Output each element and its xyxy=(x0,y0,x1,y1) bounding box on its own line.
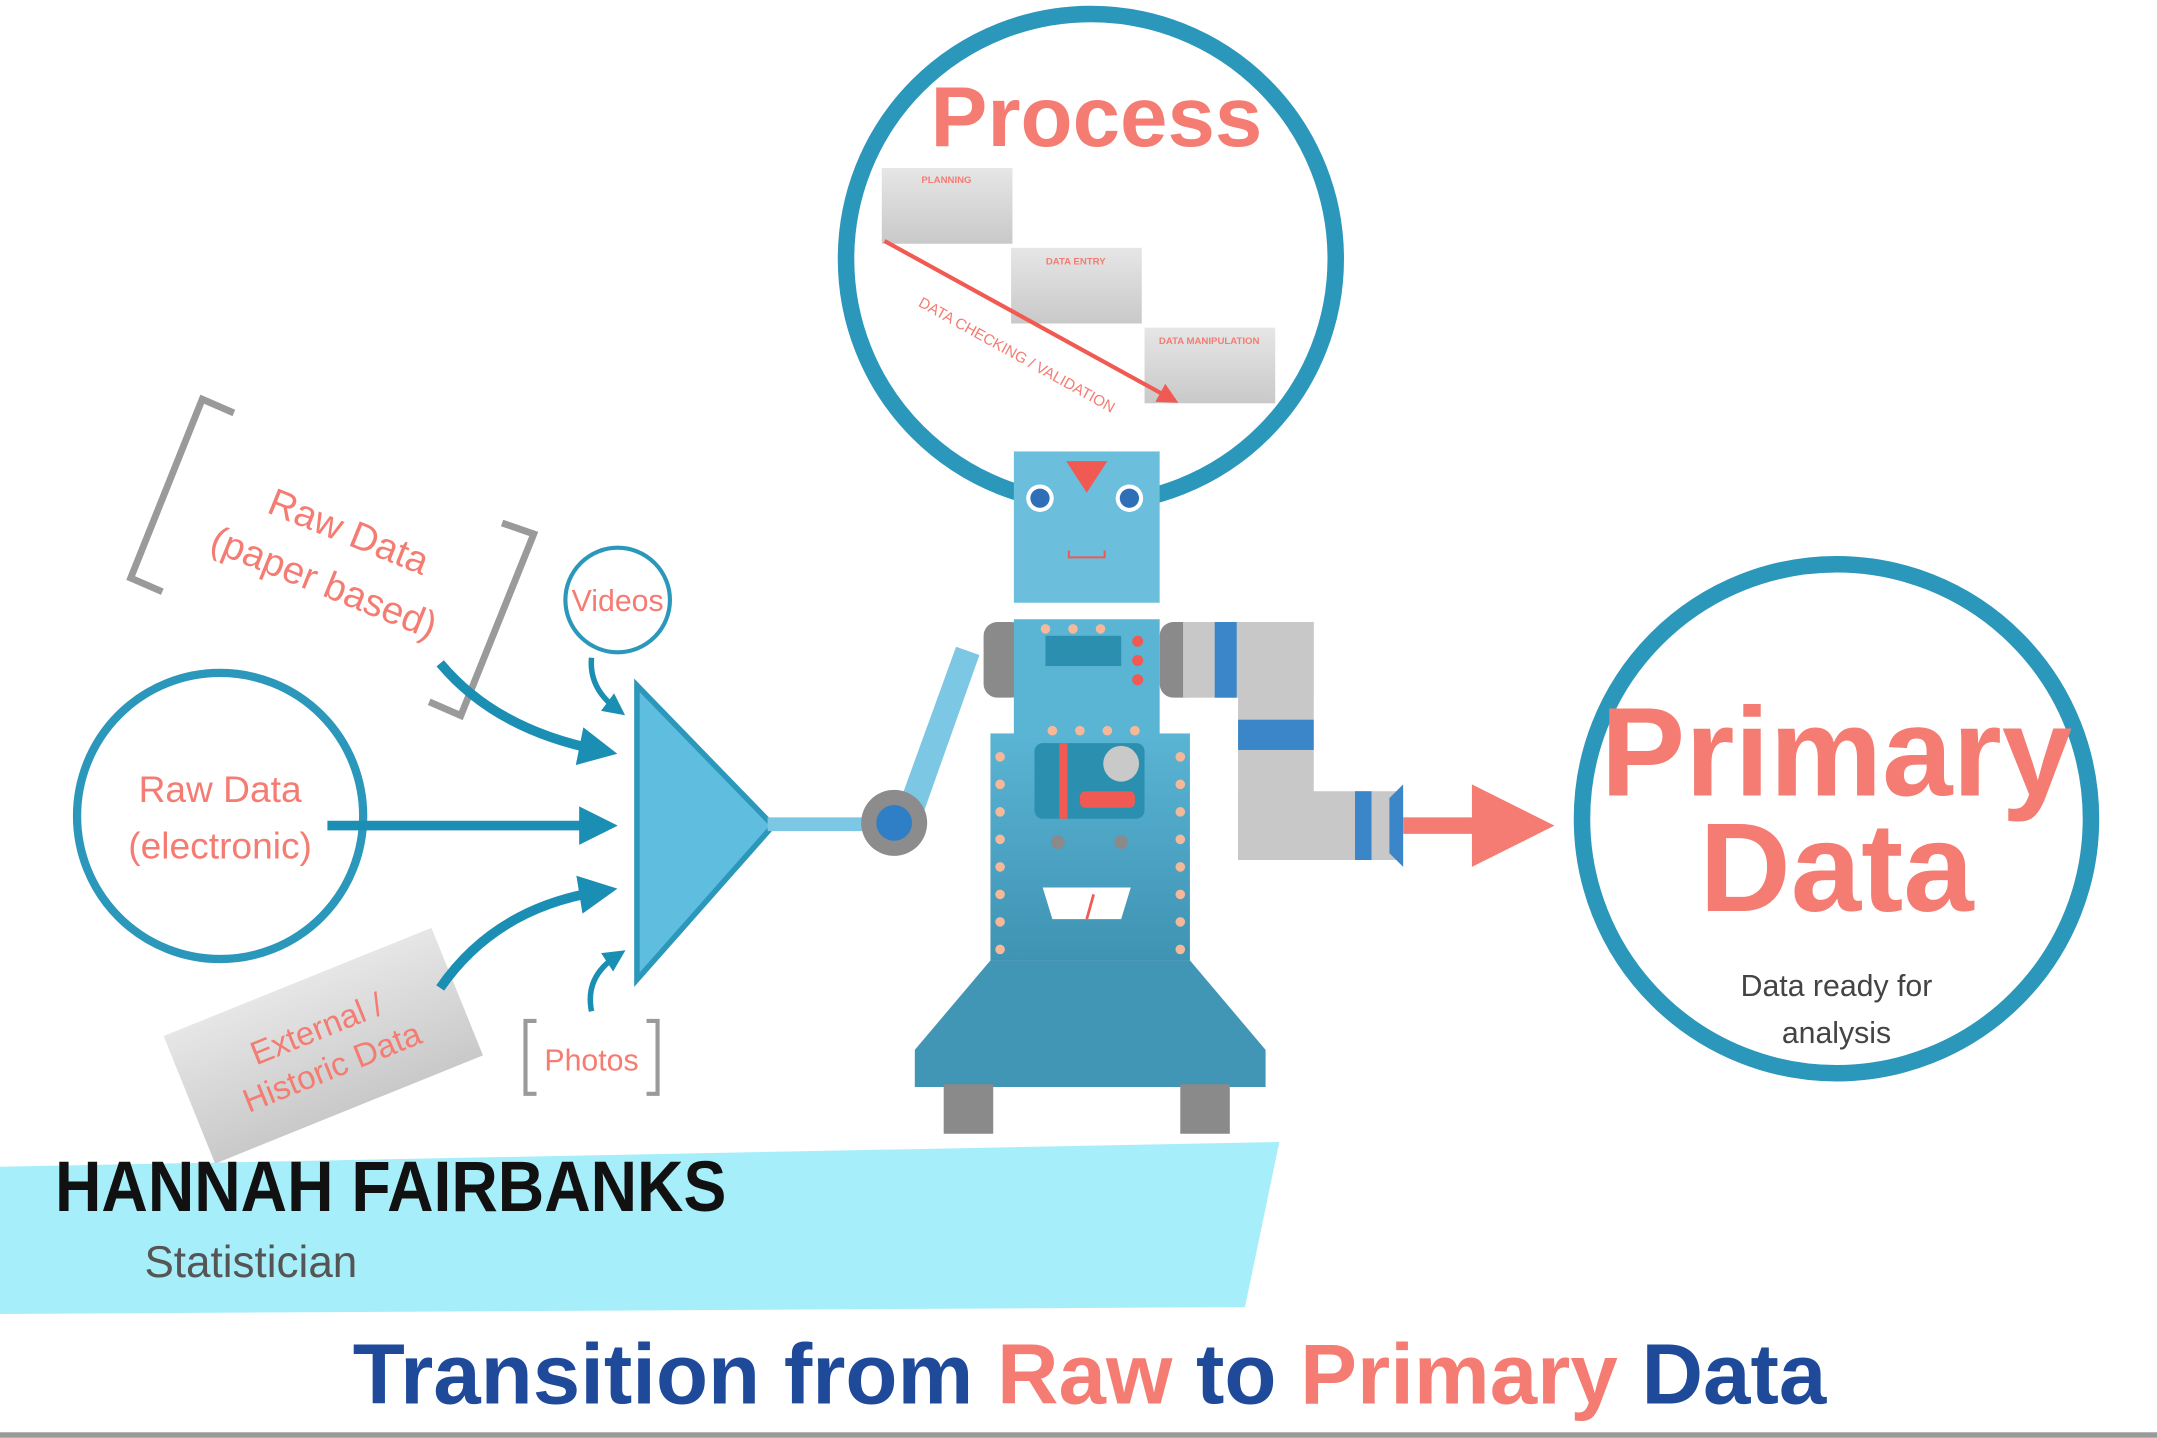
photos-label: Photos xyxy=(544,1044,638,1077)
bracket-right xyxy=(427,519,539,721)
arrow-external xyxy=(436,875,618,991)
process-title: Process xyxy=(930,70,1262,165)
bracket-left xyxy=(126,394,236,595)
validation-arrow xyxy=(883,239,1179,403)
robot-illustration xyxy=(861,451,1404,1134)
electronic-label-1: Raw Data xyxy=(139,768,302,810)
primary-caption-2: analysis xyxy=(1782,1017,1891,1050)
funnel-icon xyxy=(634,678,864,987)
title-part: to xyxy=(1172,1327,1300,1422)
process-circle: Process PLANNING DATA ENTRY DATA MANIPUL… xyxy=(837,5,1344,512)
presenter-name: HANNAH FAIRBANKS xyxy=(55,1147,726,1227)
card-label: DATA ENTRY xyxy=(1046,256,1106,267)
primary-caption-1: Data ready for xyxy=(1741,970,1933,1003)
primary-data-circle: Primary Data Data ready for analysis xyxy=(1573,555,2100,1082)
title-part: Data xyxy=(1618,1327,1827,1422)
raw-data-electronic: Raw Data (electronic) xyxy=(72,668,368,964)
process-card-data-entry: DATA ENTRY xyxy=(1011,247,1142,324)
presenter-role: Statistician xyxy=(144,1238,357,1287)
external-historic-data: External / Historic Data xyxy=(163,927,483,1164)
process-card-planning: PLANNING xyxy=(881,168,1013,244)
title-part: Raw xyxy=(997,1327,1173,1422)
arrow-videos xyxy=(588,657,626,716)
raw-data-paper: Raw Data (paper based) xyxy=(126,394,539,721)
primary-label-1: Primary xyxy=(1601,680,2072,822)
title-part: Transition from xyxy=(353,1327,997,1422)
bottom-border xyxy=(0,1432,2157,1438)
arrow-paper xyxy=(436,660,618,766)
input-arrows xyxy=(327,657,626,1012)
process-card-data-manipulation: DATA MANIPULATION xyxy=(1144,327,1276,404)
electronic-label-2: (electronic) xyxy=(128,825,312,867)
presenter-banner: HANNAH FAIRBANKS Statistician xyxy=(0,1142,1280,1314)
slide-title: Transition from Raw to Primary Data xyxy=(353,1327,1827,1422)
videos-source: Videos xyxy=(563,545,672,655)
card-label: DATA MANIPULATION xyxy=(1159,336,1260,347)
title-part: Primary xyxy=(1300,1327,1618,1422)
photos-source: Photos xyxy=(523,1018,660,1096)
output-arrow xyxy=(1403,784,1555,867)
card-label: PLANNING xyxy=(921,175,971,186)
primary-label-2: Data xyxy=(1699,796,1975,938)
videos-label: Videos xyxy=(572,585,664,618)
arrow-photos xyxy=(587,950,626,1012)
